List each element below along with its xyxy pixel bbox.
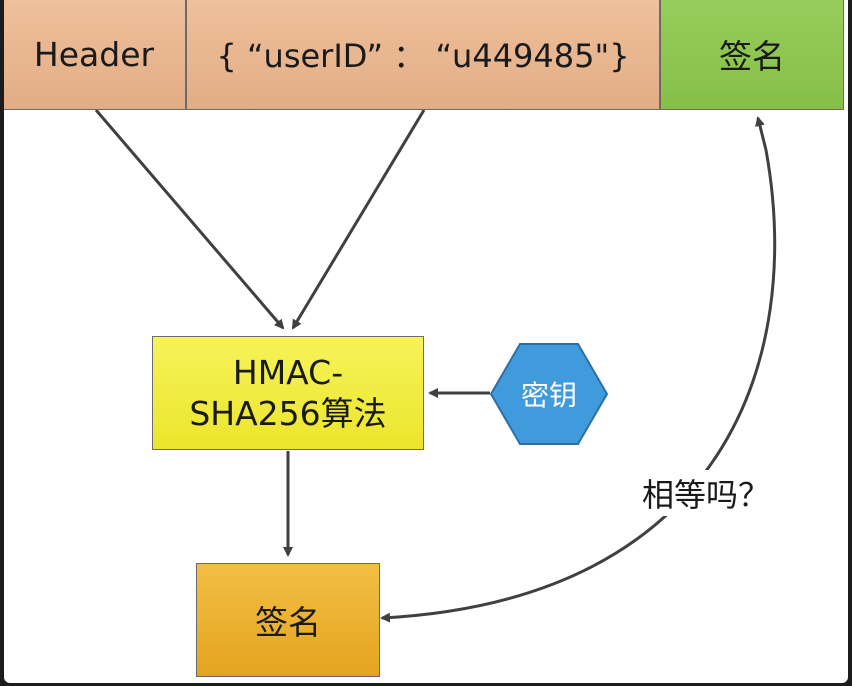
- token-payload-part: { “userID” ： “u449485"}: [186, 0, 660, 110]
- algorithm-line-2: SHA256算法: [189, 394, 387, 433]
- key-hexagon: [490, 343, 608, 445]
- arrow-compare-to-token-signature: [755, 116, 768, 151]
- arrow-header-to-algorithm: [94, 109, 285, 330]
- computed-signature-label: 签名: [255, 603, 321, 642]
- token-payload-label: { “userID” ： “u449485"}: [216, 37, 630, 75]
- diagram-canvas: Header { “userID” ： “u449485"} 签名 HMAC- …: [4, 0, 848, 683]
- computed-signature-box: 签名: [196, 563, 380, 677]
- token-header-part: Header: [4, 0, 186, 110]
- token-signature-label: 签名: [719, 37, 785, 76]
- arrow-compare-to-result: [380, 149, 777, 623]
- token-header-label: Header: [33, 34, 155, 74]
- algorithm-line-1: HMAC-: [232, 353, 344, 392]
- arrow-layer: [94, 109, 777, 623]
- hmac-algorithm-box: HMAC- SHA256算法: [152, 336, 424, 450]
- arrow-payload-to-algorithm: [291, 109, 426, 330]
- token-signature-part: 签名: [660, 0, 844, 110]
- key-label: 密钥: [520, 379, 577, 412]
- compare-question-label: 相等吗？: [638, 470, 775, 516]
